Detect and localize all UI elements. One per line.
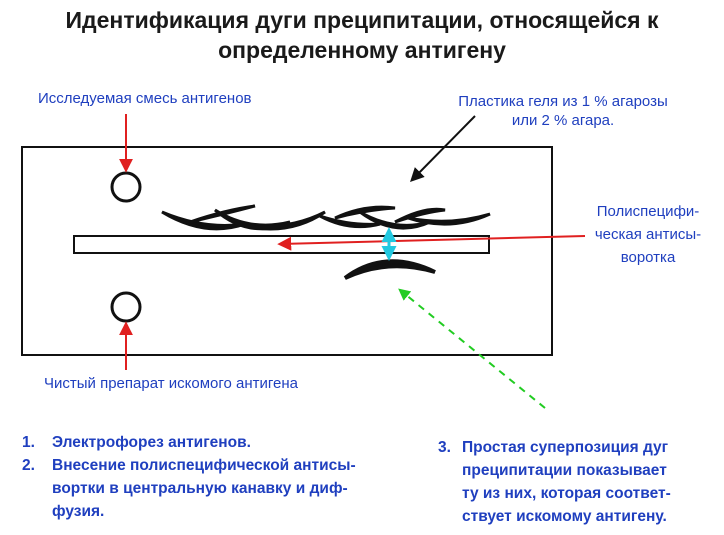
arc-upper-9 <box>407 212 491 226</box>
step-2: 2. Внесение полиспецифической антисы- во… <box>22 454 432 523</box>
step-3-line3: ту из них, которая соответ- <box>462 485 671 502</box>
antigen-well-bottom <box>110 291 142 323</box>
step-3-line2: преципитации показывает <box>462 462 667 479</box>
step-3-text: Простая суперпозиция дуг преципитации по… <box>462 436 671 528</box>
antiserum-label-line1: Полиспецифи- <box>596 203 700 220</box>
arc-upper-8 <box>394 207 446 224</box>
page-title-line1: Идентификация дуги преципитации, относящ… <box>65 7 659 33</box>
step-1-text: Электрофорез антигенов. <box>52 434 251 451</box>
step-3-line4: ствует искомому антигену. <box>462 508 667 525</box>
page-title-line2: определенному антигену <box>218 37 506 63</box>
step-3-line1: Простая суперпозиция дуг <box>462 439 669 456</box>
step-3-number: 3. <box>438 439 451 456</box>
antiserum-label-line2: ческая антисы- <box>594 226 702 243</box>
arc-upper-6 <box>334 205 396 220</box>
step-2-line3: фузия. <box>52 503 105 520</box>
steps-list-right: 3. Простая суперпозиция дуг преципитации… <box>438 436 723 528</box>
gel-plate-label-line1: Пластика геля из 1 % агарозы <box>458 93 668 110</box>
gel-plate-label-line2: или 2 % агара. <box>511 112 615 129</box>
gel-plate-label: Пластика геля из 1 % агарозы или 2 % ага… <box>428 92 698 130</box>
steps-list-left: 1. Электрофорез антигенов. 2. Внесение п… <box>22 431 432 523</box>
arc-upper-3 <box>214 208 291 231</box>
arc-upper-4 <box>244 210 326 231</box>
test-mixture-label: Исследуемая смесь антигенов <box>38 90 252 107</box>
arc-lower-pure-antigen <box>343 259 436 280</box>
step-1-number: 1. <box>22 434 35 451</box>
antigen-well-top <box>110 171 142 203</box>
antiserum-label: Полиспецифи- ческая антисы- воротка <box>588 200 708 269</box>
antiserum-label-line3: воротка <box>620 249 676 266</box>
step-2-line1: Внесение полиспецифической антисы- <box>52 457 356 474</box>
step-2-line2: вортки в центральную канавку и диф- <box>52 480 348 497</box>
arrow-to-lower-arc <box>398 288 546 409</box>
step-3: 3. Простая суперпозиция дуг преципитации… <box>438 436 723 528</box>
step-2-text: Внесение полиспецифической антисы- вортк… <box>52 454 356 523</box>
step-2-number: 2. <box>22 457 35 474</box>
step-1: 1. Электрофорез антигенов. <box>22 431 432 454</box>
pure-antigen-label: Чистый препарат искомого антигена <box>44 375 298 392</box>
arrow-to-trough <box>277 235 586 251</box>
precipitation-arcs-upper <box>161 204 491 231</box>
arrow-to-gel-plate <box>410 115 476 182</box>
